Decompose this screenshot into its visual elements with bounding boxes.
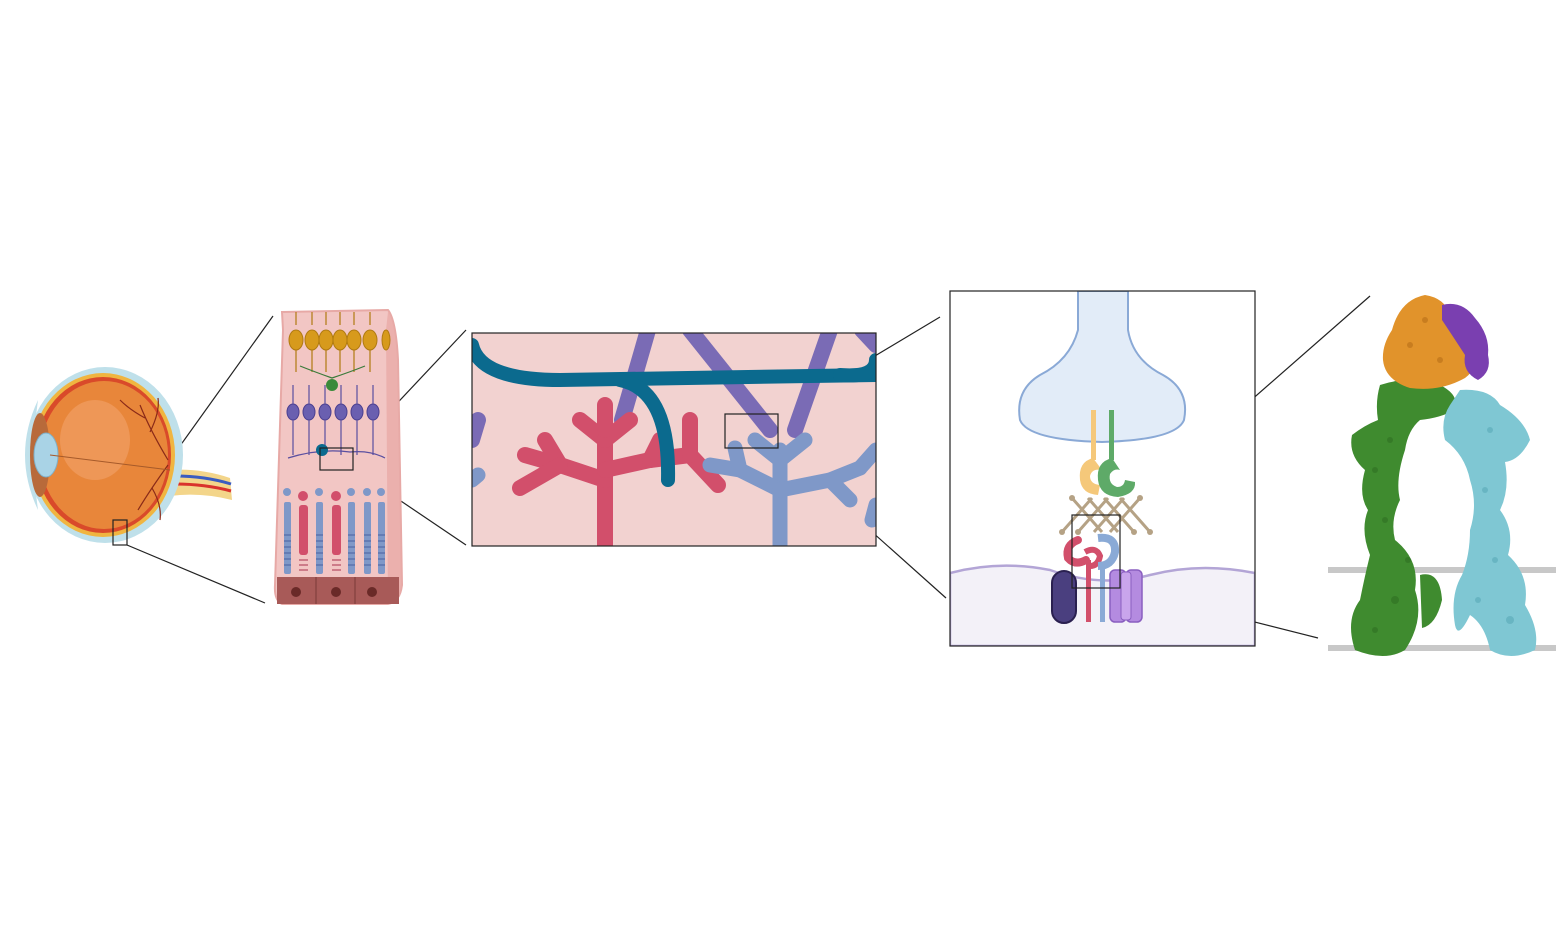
retina-illustration [273, 308, 404, 605]
purple-subunit [1442, 303, 1489, 380]
connector-eye-bottom [126, 544, 266, 604]
detail-zoom-box [724, 413, 779, 449]
synapse-detail-panel [471, 332, 877, 547]
pigment-epithelium [277, 577, 399, 604]
blue-receptor [1097, 533, 1120, 622]
membrane-boundary-top [1328, 567, 1556, 573]
presynaptic-terminal [1018, 291, 1186, 444]
navy-membrane-protein [1051, 570, 1077, 624]
eye-illustration [25, 367, 232, 546]
lens [33, 432, 59, 478]
eye-zoom-box [112, 519, 128, 546]
retinal-vessels [119, 397, 169, 521]
visual-axis [49, 454, 171, 471]
cryo-structure-panel [1328, 295, 1556, 656]
yellow-adhesion-protein [1079, 410, 1102, 495]
rod-bipolar-dendrite [512, 397, 726, 546]
retina-zoom-box [319, 447, 354, 471]
purple-ion-channel [1109, 569, 1143, 623]
amacrine-cell [326, 379, 338, 391]
green-adhesion-protein [1097, 410, 1136, 497]
membrane-boundary-bottom [1328, 645, 1556, 651]
molecular-synapse-panel [949, 290, 1256, 647]
green-subunit [1351, 380, 1456, 656]
cone-bipolar-dendrite [472, 432, 876, 546]
cyan-subunit [1443, 389, 1537, 656]
ganglion-cell-layer [288, 329, 391, 351]
photoreceptor-layer [283, 488, 385, 574]
detail-border [471, 332, 877, 547]
molecular-zoom-box [1071, 514, 1121, 589]
molecular-border [949, 290, 1256, 647]
horizontal-cell [316, 444, 328, 456]
